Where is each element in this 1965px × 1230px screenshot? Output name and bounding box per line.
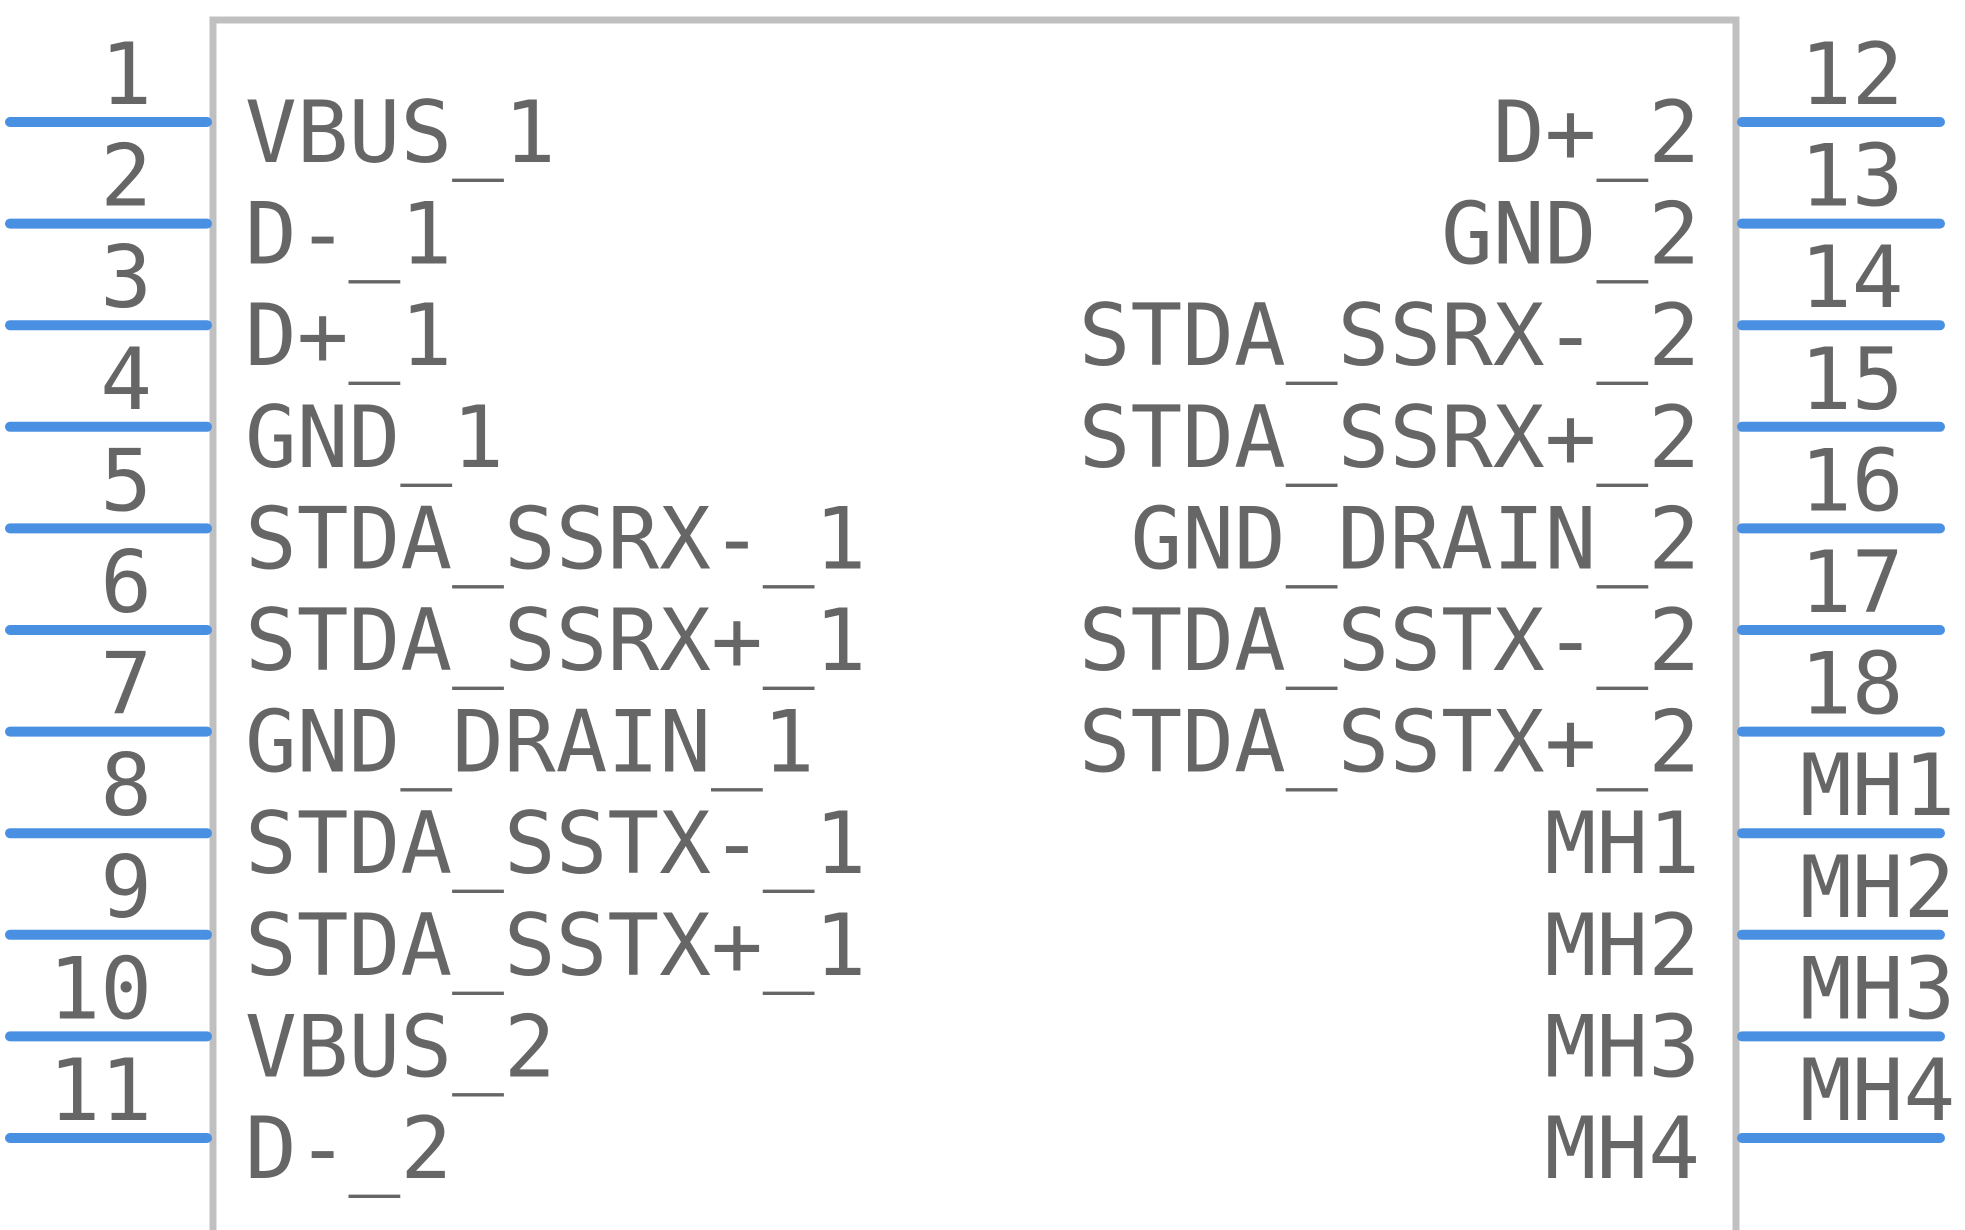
pin-18-number: 18 (1800, 635, 1904, 735)
pin-6-name: STDA_SSRX+_1 (245, 591, 866, 691)
pin-13-number: 13 (1800, 127, 1904, 227)
pin-4-number: 4 (100, 330, 152, 430)
pin-14-number: 14 (1800, 228, 1904, 328)
pin-mh1-name: MH1 (1545, 794, 1700, 894)
pin-7-number: 7 (100, 635, 152, 735)
pin-mh2-name: MH2 (1545, 896, 1700, 996)
pin-10-number: 10 (48, 939, 152, 1039)
pin-17-number: 17 (1800, 533, 1904, 633)
pin-18-name: STDA_SSTX+_2 (1079, 693, 1700, 793)
pin-1-name: VBUS_1 (245, 83, 556, 183)
pin-2-number: 2 (100, 127, 152, 227)
pin-mh4-number: MH4 (1800, 1041, 1955, 1141)
pin-3-number: 3 (100, 228, 152, 328)
pin-mh2-number: MH2 (1800, 838, 1955, 938)
pin-16-name: GND_DRAIN_2 (1130, 489, 1700, 589)
pin-mh3-name: MH3 (1545, 997, 1700, 1097)
pin-16-number: 16 (1800, 431, 1904, 531)
pin-9-name: STDA_SSTX+_1 (245, 896, 866, 996)
pin-17-name: STDA_SSTX-_2 (1079, 591, 1700, 691)
pin-10-name: VBUS_2 (245, 997, 556, 1097)
pin-3-name: D+_1 (245, 286, 452, 386)
pin-6-number: 6 (100, 533, 152, 633)
pin-8-number: 8 (100, 736, 152, 836)
pin-4-name: GND_1 (245, 388, 504, 488)
pin-12-number: 12 (1800, 25, 1904, 125)
component-body (209, 16, 1740, 1230)
pin-12-name: D+_2 (1493, 83, 1700, 183)
pin-mh3-number: MH3 (1800, 939, 1955, 1039)
pin-5-number: 5 (100, 431, 152, 531)
pin-9-number: 9 (100, 838, 152, 938)
pin-2-name: D-_1 (245, 185, 452, 285)
pin-15-name: STDA_SSRX+_2 (1079, 388, 1700, 488)
pin-11-number: 11 (48, 1041, 152, 1141)
pin-15-number: 15 (1800, 330, 1904, 430)
pin-1-number: 1 (100, 25, 152, 125)
pin-14-name: STDA_SSRX-_2 (1079, 286, 1700, 386)
pin-5-name: STDA_SSRX-_1 (245, 489, 866, 589)
pin-mh1-number: MH1 (1800, 736, 1955, 836)
pin-8-name: STDA_SSTX-_1 (245, 794, 866, 894)
pin-mh4-name: MH4 (1545, 1099, 1700, 1199)
pin-7-name: GND_DRAIN_1 (245, 693, 815, 793)
pin-11-name: D-_2 (245, 1099, 452, 1199)
pin-13-name: GND_2 (1441, 185, 1700, 285)
